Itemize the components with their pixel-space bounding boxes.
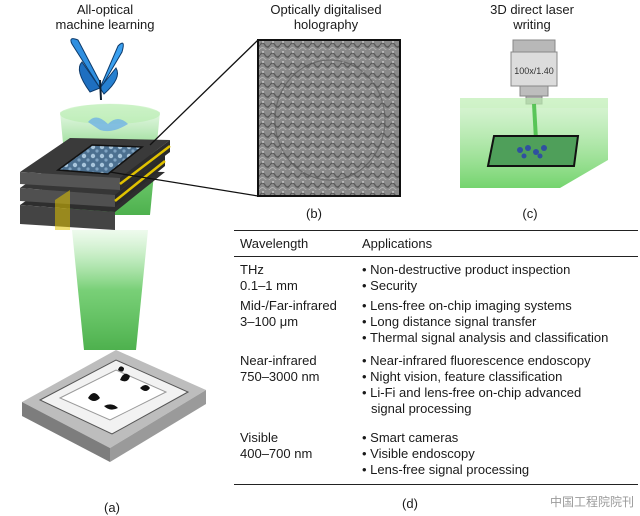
application-item: Thermal signal analysis and classificati… [362, 330, 640, 346]
application-item: Long distance signal transfer [362, 314, 640, 330]
light-beam-lower [72, 230, 148, 350]
detector-plane [22, 350, 206, 462]
application-item: Visible endoscopy [362, 446, 640, 462]
zoom-line-top [149, 39, 259, 146]
panel-a-caption: All-optical machine learning [55, 2, 155, 32]
butterfly-projection-icon [88, 117, 128, 132]
wavelength-cell: Near-infrared 750–3000 nm [240, 353, 320, 384]
application-item: Near-infrared fluorescence endoscopy [362, 353, 640, 369]
substrate-plate [486, 135, 580, 167]
application-item: Lens-free on-chip imaging systems [362, 298, 640, 314]
illustration: 100x/1.40 (b) (c) [20, 38, 608, 230]
applications-cell: Lens-free on-chip imaging systems Long d… [362, 298, 640, 346]
application-item-continued: signal processing [371, 401, 472, 416]
applications-cell: Non-destructive product inspection Secur… [362, 262, 640, 294]
application-item: Non-destructive product inspection [362, 262, 640, 278]
metasurface-layer [55, 144, 145, 175]
written-structure [517, 145, 547, 159]
hologram-image [257, 39, 401, 197]
application-item: Smart cameras [362, 430, 640, 446]
application-item: Night vision, feature classification [362, 369, 640, 385]
header-applications: Applications [362, 236, 433, 251]
table-top-rule [234, 230, 638, 231]
table-bottom-rule [234, 484, 638, 485]
panel-c-label: (c) [522, 206, 537, 221]
panel-c-caption: 3D direct laser writing [490, 2, 574, 32]
application-item: Lens-free signal processing [362, 462, 640, 478]
panel-b-caption: Optically digitalised holography [270, 2, 382, 32]
wavelength-cell: Visible 400–700 nm [240, 430, 313, 461]
applications-cell: Smart cameras Visible endoscopy Lens-fre… [362, 430, 640, 478]
applications-cell: Near-infrared fluorescence endoscopy Nig… [362, 353, 640, 417]
watermark: 中国工程院院刊 [549, 495, 634, 509]
panel-a-label: (a) [104, 500, 120, 515]
application-item: Security [362, 278, 640, 294]
panel-b-label: (b) [306, 206, 322, 221]
object-silhouettes [88, 366, 150, 410]
output-plane-illustration: (a) [22, 230, 206, 515]
header-wavelength: Wavelength [240, 236, 309, 251]
butterfly-icon [70, 38, 124, 101]
wavelength-cell: THz 0.1–1 mm [240, 262, 298, 293]
wavelength-cell: Mid-/Far-infrared 3–100 μm [240, 298, 337, 329]
objective-lens-icon: 100x/1.40 [510, 39, 558, 105]
zoom-line-bottom [109, 171, 259, 197]
panel-d-label: (d) [402, 496, 418, 511]
table-header-rule [234, 256, 638, 257]
objective-label: 100x/1.40 [514, 66, 554, 76]
application-item: Li-Fi and lens-free on-chip advanced [362, 385, 640, 401]
